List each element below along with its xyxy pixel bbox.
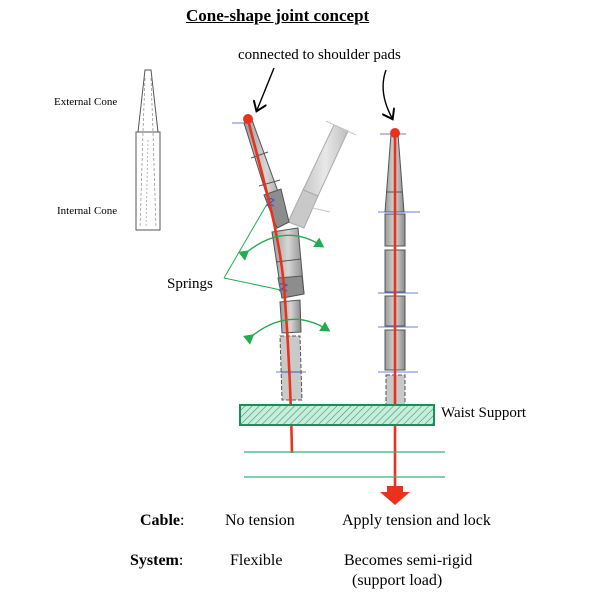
springs-label: Springs (167, 276, 213, 292)
system-label: System (130, 552, 179, 569)
ghost-branch (287, 120, 357, 229)
rotation-arrow-upper (238, 234, 325, 261)
tension-arrow (380, 486, 410, 505)
internal-cone-top (139, 77, 146, 229)
cable-left-value: No tension (225, 512, 295, 529)
internal-cone-inner (145, 139, 149, 229)
shoulder-pads-label: connected to shoulder pads (238, 47, 401, 63)
cable-loose (246, 119, 294, 454)
cable-right-value: Apply tension and lock (342, 512, 491, 529)
cone-inset (135, 69, 161, 231)
system-right-line-1: Becomes semi-rigid (344, 552, 473, 569)
diagram-title: Cone-shape joint concept (186, 6, 370, 25)
system-left-value: Flexible (230, 552, 283, 569)
system-row: System: (130, 552, 183, 570)
external-cone (137, 69, 159, 133)
cable-anchor-right (390, 128, 400, 138)
pointer-arrow-right (383, 69, 392, 118)
segment-3 (279, 299, 302, 334)
cable-separator: : (180, 512, 185, 529)
internal-cone-top-r (150, 77, 157, 229)
system-separator: : (178, 552, 184, 569)
cable-label: Cable (140, 512, 180, 529)
waist-support-label: Waist Support (441, 405, 527, 421)
internal-cone-label: Internal Cone (57, 205, 118, 217)
rotation-arrow-lower (243, 318, 331, 345)
system-right-line-2: (support load) (352, 572, 443, 589)
cable-anchor-left (243, 114, 253, 124)
cable-row: Cable: (140, 512, 184, 530)
rotation-arrows (238, 234, 331, 345)
external-cone-label: External Cone (54, 96, 118, 108)
rigid-column (378, 128, 420, 505)
pointer-arrow-left (257, 67, 275, 110)
springs-leaders (223, 203, 282, 291)
waist-support-bar (239, 404, 435, 426)
outer-rect (135, 131, 161, 231)
